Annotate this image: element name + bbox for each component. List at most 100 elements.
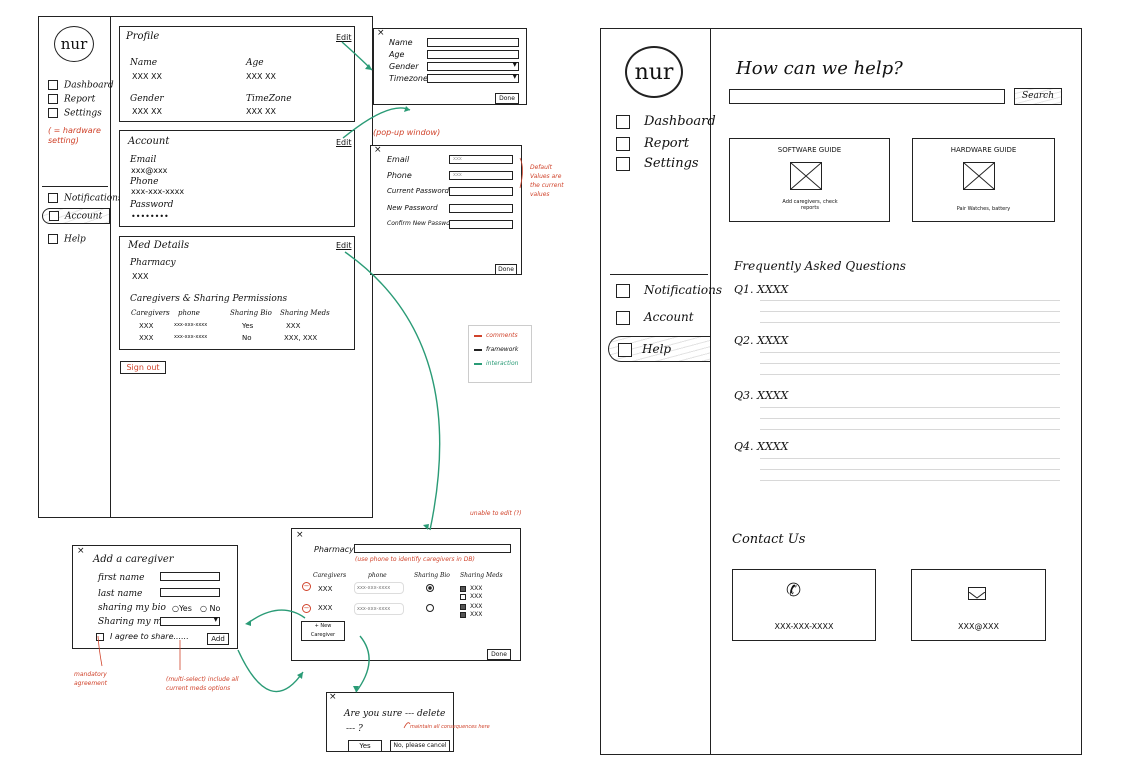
- sidebar-item-account[interactable]: Account: [616, 310, 694, 325]
- popup-current-password-field[interactable]: [449, 187, 513, 196]
- close-icon[interactable]: ×: [377, 28, 385, 38]
- phone-placeholder: xxx: [453, 172, 462, 178]
- sidebar-item-help[interactable]: Help: [608, 336, 710, 362]
- mail-icon: [968, 591, 986, 599]
- sidebar-item-help[interactable]: Help: [48, 234, 86, 245]
- email-address: XXX@XXX: [958, 622, 999, 631]
- bio-yes-radio[interactable]: ○Yes: [172, 604, 192, 613]
- phone-id-note: (use phone to identify caregivers in DB): [355, 556, 475, 563]
- profile-edit-link[interactable]: Edit: [336, 33, 352, 42]
- faq-item[interactable]: Q2. XXXX: [734, 334, 789, 347]
- checkbox-icon[interactable]: [460, 594, 466, 600]
- account-card: [119, 130, 355, 227]
- account-edit-link[interactable]: Edit: [336, 138, 352, 147]
- sharing-bio-label: sharing my bio: [98, 603, 166, 613]
- table-cell: XXX: [470, 593, 483, 600]
- profile-name-label: Name: [130, 58, 158, 68]
- table-cell: xxx-xxx-xxxx: [174, 334, 208, 340]
- default-values-note: Default Values are the current values: [530, 164, 564, 198]
- faq-item[interactable]: Q1. XXXX: [734, 283, 789, 296]
- popup-phone-field[interactable]: xxx: [449, 171, 513, 180]
- popup-gender-label: Gender: [389, 62, 419, 71]
- popup-age-field[interactable]: [427, 50, 519, 59]
- agree-checkbox[interactable]: I agree to share......: [96, 632, 189, 641]
- email-contact-card[interactable]: [911, 569, 1046, 641]
- profile-age-value: XXX XX: [246, 72, 276, 81]
- first-name-field[interactable]: [160, 572, 220, 581]
- checkbox-icon: [48, 94, 58, 104]
- caregiver-header-phone: phone: [178, 309, 200, 317]
- image-placeholder-icon: [790, 162, 822, 190]
- confirm-no-button[interactable]: No, please cancel: [390, 740, 450, 752]
- radio-selected-icon[interactable]: [426, 584, 434, 592]
- sidebar-item-report[interactable]: Report: [616, 136, 689, 151]
- med-done-button[interactable]: Done: [487, 649, 511, 660]
- first-name-label: first name: [98, 573, 145, 583]
- add-button[interactable]: Add: [207, 633, 229, 645]
- new-caregiver-button[interactable]: + New Caregiver: [301, 621, 345, 641]
- popup-email-field[interactable]: xxx: [449, 155, 513, 164]
- checkbox-icon: [616, 114, 630, 129]
- sidebar-item-notifications[interactable]: Notifications: [48, 193, 123, 204]
- sidebar-item-report[interactable]: Report: [48, 94, 95, 105]
- checkbox-icon[interactable]: [460, 586, 466, 592]
- search-button[interactable]: Search: [1014, 88, 1062, 105]
- logo: nur: [625, 46, 683, 98]
- search-input[interactable]: [729, 89, 1005, 104]
- popup-confirm-password-field[interactable]: [449, 220, 513, 229]
- last-name-field[interactable]: [160, 588, 220, 597]
- radio-icon[interactable]: [426, 604, 434, 612]
- checkbox-icon: [616, 156, 630, 171]
- sign-out-button[interactable]: Sign out: [120, 361, 166, 374]
- checkbox-icon[interactable]: [460, 612, 466, 618]
- hardware-guide-caption: Pair Watches, battery: [956, 206, 1011, 212]
- popup-new-password-field[interactable]: [449, 204, 513, 213]
- help-heading: How can we help?: [736, 58, 903, 79]
- profile-done-button[interactable]: Done: [495, 93, 519, 104]
- faq-answer-line: [760, 352, 1060, 353]
- popup-name-field[interactable]: [427, 38, 519, 47]
- faq-answer-line: [760, 300, 1060, 301]
- account-email-value: xxx@xxx: [131, 166, 168, 175]
- confirm-yes-button[interactable]: Yes: [348, 740, 382, 752]
- sharing-meds-select[interactable]: [160, 615, 220, 626]
- close-icon[interactable]: ×: [77, 546, 85, 556]
- logo: nur: [54, 26, 94, 62]
- agree-label: I agree to share......: [110, 632, 189, 641]
- phone-contact-card[interactable]: [732, 569, 876, 641]
- profile-gender-value: XXX XX: [132, 107, 162, 116]
- popup-gender-select[interactable]: [427, 60, 519, 71]
- close-icon[interactable]: ×: [296, 530, 304, 540]
- remove-icon[interactable]: −: [302, 604, 311, 613]
- sidebar-item-account[interactable]: Account: [42, 208, 110, 224]
- sidebar-item-settings[interactable]: Settings: [616, 156, 699, 171]
- sidebar-item-dashboard[interactable]: Dashboard: [616, 114, 716, 129]
- profile-age-label: Age: [246, 58, 264, 68]
- sidebar-item-settings[interactable]: Settings: [48, 108, 102, 119]
- popup-confirm-password-label: Confirm New Password: [387, 220, 457, 227]
- table-cell: Yes: [242, 322, 254, 330]
- software-guide-card[interactable]: [729, 138, 890, 222]
- close-icon[interactable]: ×: [329, 692, 337, 702]
- table-row: XXX: [139, 322, 154, 330]
- close-icon[interactable]: ×: [374, 145, 382, 155]
- faq-item[interactable]: Q3. XXXX: [734, 389, 789, 402]
- popup-pharmacy-field[interactable]: [354, 544, 511, 553]
- table-cell[interactable]: xxx-xxx-xxxx: [354, 603, 404, 615]
- popup-timezone-select[interactable]: [427, 72, 519, 83]
- popup-header-caregivers: Caregivers: [313, 572, 347, 579]
- checkbox-icon[interactable]: [460, 604, 466, 610]
- bio-no-radio[interactable]: ○ No: [200, 604, 221, 613]
- sidebar-item-dashboard[interactable]: Dashboard: [48, 80, 114, 91]
- med-edit-link[interactable]: Edit: [336, 241, 352, 250]
- sidebar-item-notifications[interactable]: Notifications: [616, 283, 722, 298]
- remove-icon[interactable]: −: [302, 582, 311, 591]
- faq-item[interactable]: Q4. XXXX: [734, 440, 789, 453]
- image-placeholder-icon: [790, 162, 822, 190]
- image-placeholder-icon: [963, 162, 995, 190]
- med-pharmacy-value: XXX: [132, 272, 149, 281]
- caregivers-title: Caregivers & Sharing Permissions: [130, 294, 288, 304]
- table-cell[interactable]: xxx-xxx-xxxx: [354, 582, 404, 594]
- account-done-button[interactable]: Done: [495, 264, 517, 275]
- table-cell: XXX: [470, 603, 483, 610]
